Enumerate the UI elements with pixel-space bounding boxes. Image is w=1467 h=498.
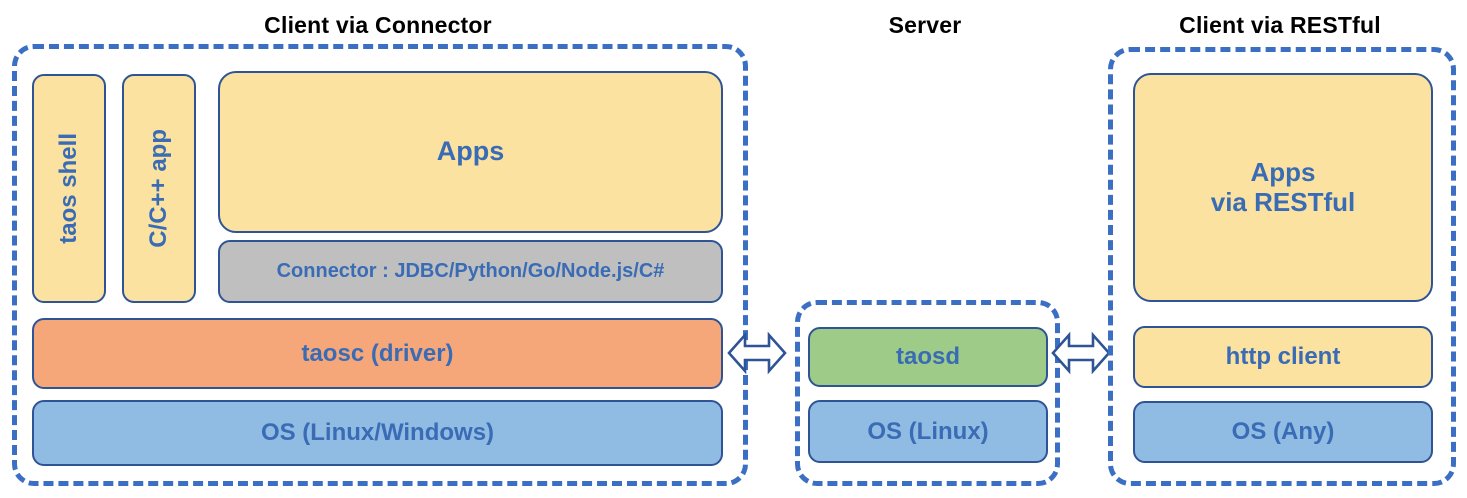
section-title-client-via-connector: Client via Connector (264, 12, 492, 38)
section-title-server: Server (888, 12, 962, 38)
node-taosd[interactable]: taosd (808, 327, 1048, 387)
group-server (795, 300, 1060, 486)
node-apps-via-restful-label: Apps via RESTful (1210, 156, 1356, 218)
section-title-client-via-restful: Client via RESTful (1179, 12, 1381, 38)
node-taos-shell[interactable]: taos shell (32, 74, 106, 303)
node-os-linux-label: OS (Linux) (867, 417, 989, 445)
node-http-client-label: http client (1225, 343, 1341, 371)
node-taosc-driver-label: taosc (driver) (301, 339, 454, 367)
node-http-client[interactable]: http client (1133, 326, 1433, 388)
node-os-any-label: OS (Any) (1231, 418, 1335, 446)
node-taosd-label: taosd (895, 343, 960, 371)
node-apps-via-restful-line2: via RESTful (1210, 186, 1356, 217)
node-apps-via-restful[interactable]: Apps via RESTful (1133, 73, 1433, 302)
node-taos-shell-label: taos shell (55, 133, 83, 244)
node-os-linux[interactable]: OS (Linux) (808, 400, 1048, 463)
node-c-cpp-app[interactable]: C/C++ app (122, 74, 196, 303)
node-os-linux-windows-label: OS (Linux/Windows) (260, 419, 495, 447)
node-apps-via-restful-line1: Apps (1250, 156, 1316, 187)
node-apps-label: Apps (436, 136, 505, 167)
double-arrow-icon-server-to-restful (1051, 326, 1111, 380)
group-client-via-connector (12, 44, 748, 486)
node-apps[interactable]: Apps (218, 71, 723, 233)
node-connector[interactable]: Connector : JDBC/Python/Go/Node.js/C# (218, 240, 723, 303)
node-c-cpp-app-label: C/C++ app (145, 129, 173, 248)
node-connector-label: Connector : JDBC/Python/Go/Node.js/C# (276, 260, 665, 282)
node-os-linux-windows[interactable]: OS (Linux/Windows) (32, 400, 723, 466)
node-os-any[interactable]: OS (Any) (1133, 401, 1433, 463)
group-client-via-restful (1108, 47, 1456, 486)
node-taosc-driver[interactable]: taosc (driver) (32, 318, 723, 389)
double-arrow-icon-client-to-server (727, 326, 787, 380)
